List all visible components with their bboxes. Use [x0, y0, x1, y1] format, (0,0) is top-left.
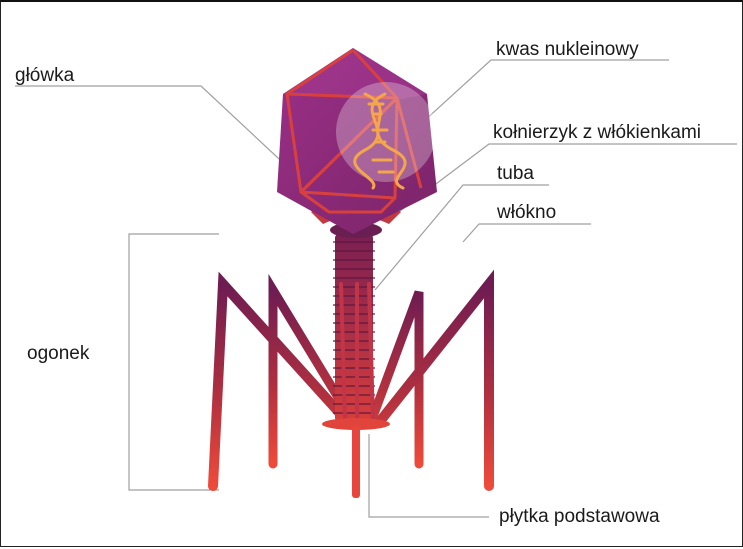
- capsid-head: [277, 48, 437, 234]
- leader-fiber: [463, 224, 591, 242]
- fiber-front-right: [381, 284, 489, 486]
- tail-sheath: [333, 234, 375, 422]
- label-tail: ogonek: [27, 344, 89, 363]
- tail-bracket: [129, 234, 219, 490]
- label-head: główka: [15, 66, 74, 85]
- nucleic-acid-highlight: [336, 82, 436, 182]
- label-nucleic-acid: kwas nukleinowy: [496, 40, 639, 59]
- base-plate-shape: [322, 418, 390, 498]
- label-collar: kołnierzyk z włókienkami: [493, 123, 701, 142]
- label-tube: tuba: [497, 164, 534, 183]
- label-base-plate: płytka podstawowa: [499, 507, 660, 526]
- leader-base-plate: [369, 434, 489, 517]
- label-fiber: włókno: [497, 203, 556, 222]
- leader-head: [15, 86, 293, 172]
